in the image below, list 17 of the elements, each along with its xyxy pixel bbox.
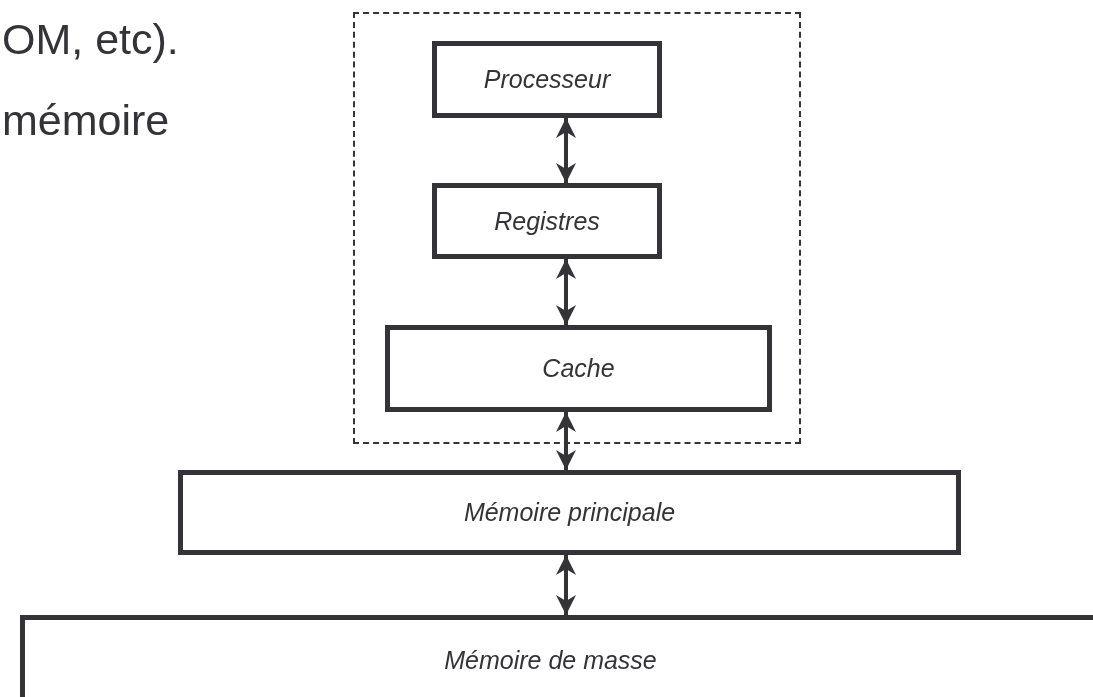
box-label: Registres — [494, 206, 600, 236]
slide-text-fragment: mémoire — [2, 99, 170, 142]
memory-level-box — [432, 183, 662, 259]
double-arrow — [556, 118, 576, 183]
box-label: Mémoire principale — [463, 498, 676, 527]
box-label: Mémoire de masse — [444, 646, 657, 675]
dashed-group-frame — [353, 12, 801, 444]
box-label: Cache — [542, 354, 615, 383]
memory-level-box — [432, 41, 662, 118]
memory-level-box — [20, 615, 1093, 697]
memory-level-box — [385, 325, 772, 412]
box-label: Processeur — [483, 65, 611, 94]
memory-level-box — [178, 470, 961, 555]
double-arrow — [556, 259, 576, 325]
slide-text-fragment: OM, etc). — [2, 18, 179, 61]
double-arrow — [556, 555, 576, 615]
double-arrow — [556, 412, 576, 470]
